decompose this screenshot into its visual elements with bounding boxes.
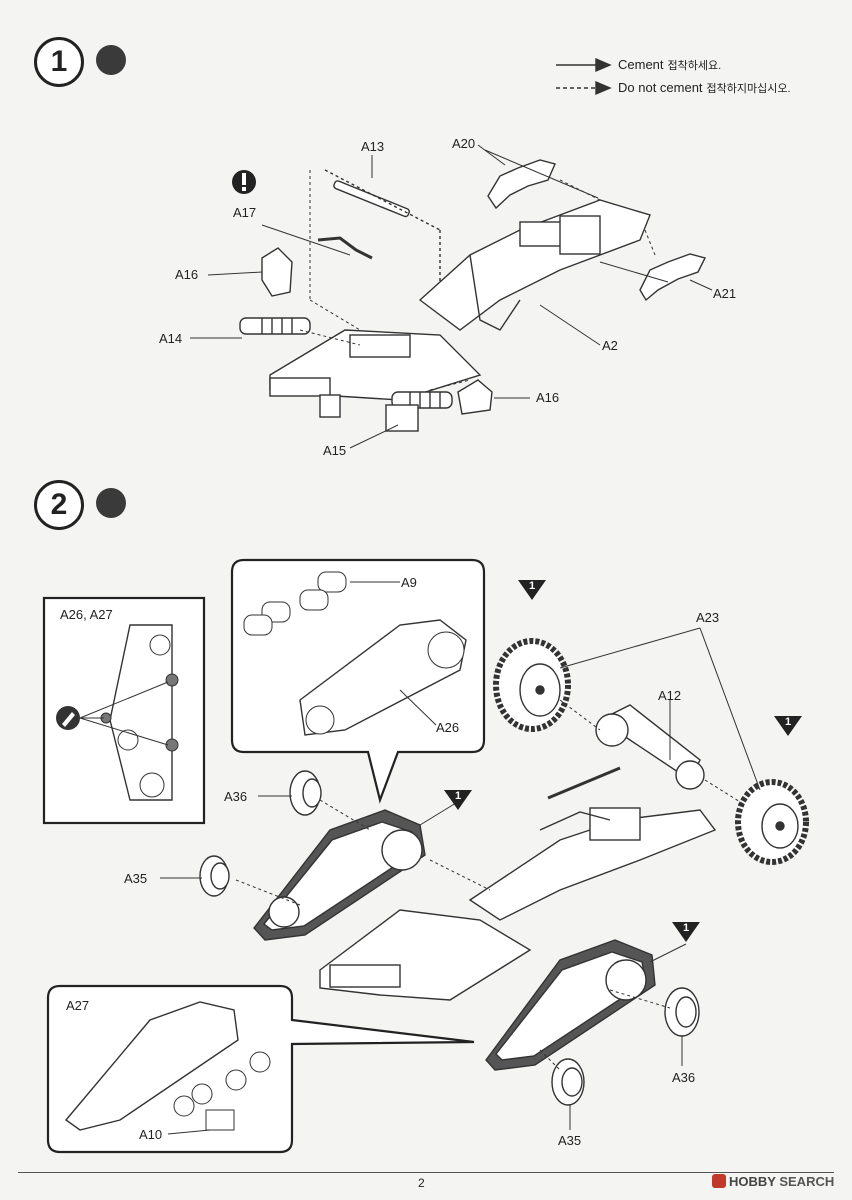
label-a13: A13: [361, 139, 385, 154]
marker-number-left-track: 1: [455, 790, 462, 802]
label-a35-bottom: A35: [558, 1133, 582, 1148]
part-a23-right-wheel: [735, 779, 809, 865]
label-a36-right: A36: [672, 1070, 696, 1085]
part-a15-spring: [385, 391, 453, 432]
hobby-search-logo-icon: [712, 1174, 726, 1188]
part-a36-left-hub: [289, 770, 322, 816]
part-a36-right-hub: [664, 987, 700, 1037]
label-a35-left: A35: [124, 871, 148, 886]
label-a36-left: A36: [224, 789, 248, 804]
right-track-assembly: [485, 939, 656, 1071]
step-1-number: 1: [34, 37, 84, 87]
part-a16-left-bracket: [261, 247, 293, 297]
marker-triangles: [444, 580, 802, 942]
inset-a9-a26-box: [230, 558, 486, 804]
left-track-assembly: [253, 809, 426, 941]
part-a35-bottom-hub: [551, 1058, 585, 1106]
part-a21-spring: [599, 253, 707, 302]
marker-number-right-track: 1: [683, 922, 690, 934]
cement-brush-icon: [96, 488, 126, 518]
label-a16-left: A16: [175, 267, 199, 282]
legend-solid-arrow: [556, 57, 612, 73]
part-a23-left-wheel: [493, 638, 571, 732]
marker-triangle-a23-left: [518, 580, 546, 600]
step1-chassis-drawing: [190, 57, 713, 449]
legend-no-cement-ko: 접착하지마십시오.: [706, 83, 791, 95]
step1-leader-lines: [190, 144, 713, 449]
legend-dashed-arrow: [556, 80, 612, 96]
marker-triangle-right-track: [672, 922, 700, 942]
label-a26-a27: A26, A27: [60, 607, 113, 622]
marker-number-a23-left: 1: [529, 580, 536, 592]
step2-leader-lines: [160, 627, 761, 1130]
marker-triangle-a23-right: [774, 716, 802, 736]
label-a9: A9: [401, 575, 417, 590]
marker-number-a23-right: 1: [785, 716, 792, 728]
cement-brush-icon: [96, 45, 126, 75]
label-a15: A15: [323, 443, 347, 458]
watermark-hobby: HOBBY: [729, 1174, 776, 1189]
glue-brush-icon: [56, 706, 80, 730]
label-a2: A2: [602, 338, 618, 353]
step2-dashed-guides: [235, 699, 746, 1071]
watermark: HOBBY SEARCH: [712, 1174, 834, 1189]
page-number: 2: [418, 1176, 425, 1190]
marker-triangle-left-track: [444, 790, 472, 810]
part-a17-link: [317, 236, 373, 260]
label-a27: A27: [66, 998, 90, 1013]
inset-a27-a10-box: [46, 984, 475, 1154]
label-a20: A20: [452, 136, 476, 151]
label-a21: A21: [713, 286, 737, 301]
footer-divider: [18, 1172, 834, 1173]
step1-dashed-guides: [299, 170, 656, 391]
label-a23: A23: [696, 610, 720, 625]
watermark-search: SEARCH: [779, 1174, 835, 1189]
caution-icon: [232, 170, 256, 194]
part-a12-axle: [547, 704, 705, 800]
label-a14: A14: [159, 331, 183, 346]
step2-chassis-drawing: [160, 627, 809, 1130]
part-a14-spring: [239, 317, 311, 335]
label-a26: A26: [436, 720, 460, 735]
label-a12: A12: [658, 688, 682, 703]
part-a2-frame: [418, 199, 651, 331]
label-a10: A10: [139, 1127, 163, 1142]
step-2-number: 2: [34, 480, 84, 530]
part-a13-rod: [324, 169, 441, 300]
part-front-subframe: [269, 329, 482, 418]
legend-cement-ko: 접착하세요.: [667, 60, 722, 72]
inset-a26-a27-box: [42, 596, 206, 825]
part-a35-left-hub: [199, 855, 230, 897]
label-a17: A17: [233, 205, 257, 220]
label-a16-right: A16: [536, 390, 560, 405]
legend-no-cement-label: Do not cement: [618, 80, 703, 95]
legend-cement-label: Cement: [618, 57, 664, 72]
part-a20-spring: [484, 149, 599, 210]
part-a16-right-bracket: [457, 379, 493, 415]
